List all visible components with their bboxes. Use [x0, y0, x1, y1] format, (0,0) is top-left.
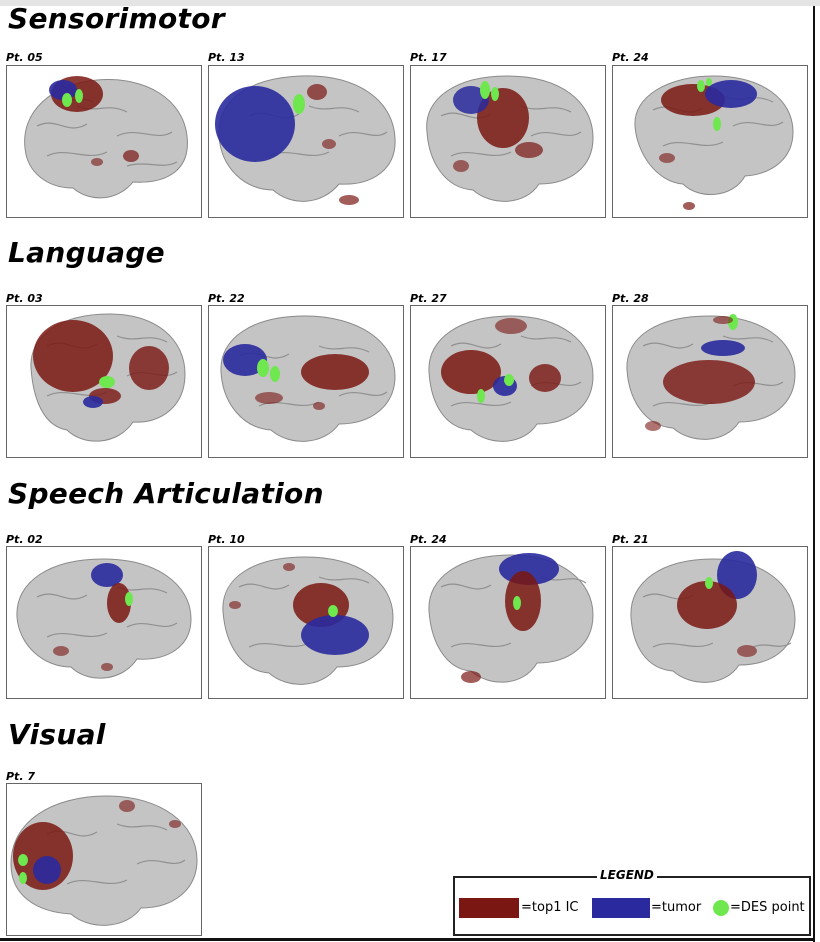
- right-border: [813, 6, 815, 942]
- section-title-sensorimotor: Sensorimotor: [8, 2, 225, 35]
- top-border: [0, 0, 820, 6]
- patient-label: Pt. 24: [410, 533, 447, 546]
- brain-panel: [208, 546, 404, 699]
- des-point-label: =DES point: [730, 900, 805, 915]
- brain-panel: [410, 305, 606, 458]
- brain-panel: [612, 305, 808, 458]
- patient-label: Pt. 10: [208, 533, 245, 546]
- brain-panel: [612, 65, 808, 218]
- legend-title: LEGEND: [589, 868, 665, 882]
- brain-panel: [6, 783, 202, 936]
- section-title-language: Language: [8, 236, 165, 269]
- top1-ic-label: =top1 IC: [521, 900, 579, 915]
- brain-panel: [410, 546, 606, 699]
- brain-panel: [208, 65, 404, 218]
- des-point-swatch: [713, 900, 729, 916]
- patient-label: Pt. 21: [612, 533, 649, 546]
- bottom-border: [0, 938, 815, 941]
- top1-ic-swatch: [459, 898, 519, 918]
- patient-label: Pt. 02: [6, 533, 43, 546]
- patient-label: Pt. 17: [410, 51, 447, 64]
- legend-box: LEGEND =top1 IC =tumor =DES point: [453, 868, 811, 936]
- patient-label: Pt. 22: [208, 292, 245, 305]
- patient-label: Pt. 28: [612, 292, 649, 305]
- tumor-label: =tumor: [651, 900, 702, 915]
- brain-panel: [410, 65, 606, 218]
- section-title-visual: Visual: [8, 718, 106, 751]
- patient-label: Pt. 24: [612, 51, 649, 64]
- brain-panel: [6, 305, 202, 458]
- patient-label: Pt. 05: [6, 51, 43, 64]
- tumor-swatch: [592, 898, 650, 918]
- patient-label: Pt. 27: [410, 292, 447, 305]
- patient-label: Pt. 13: [208, 51, 245, 64]
- brain-panel: [6, 65, 202, 218]
- patient-label: Pt. 03: [6, 292, 43, 305]
- brain-panel: [208, 305, 404, 458]
- patient-label: Pt. 7: [6, 770, 35, 783]
- section-title-speech-articulation: Speech Articulation: [8, 477, 324, 510]
- brain-panel: [612, 546, 808, 699]
- brain-panel: [6, 546, 202, 699]
